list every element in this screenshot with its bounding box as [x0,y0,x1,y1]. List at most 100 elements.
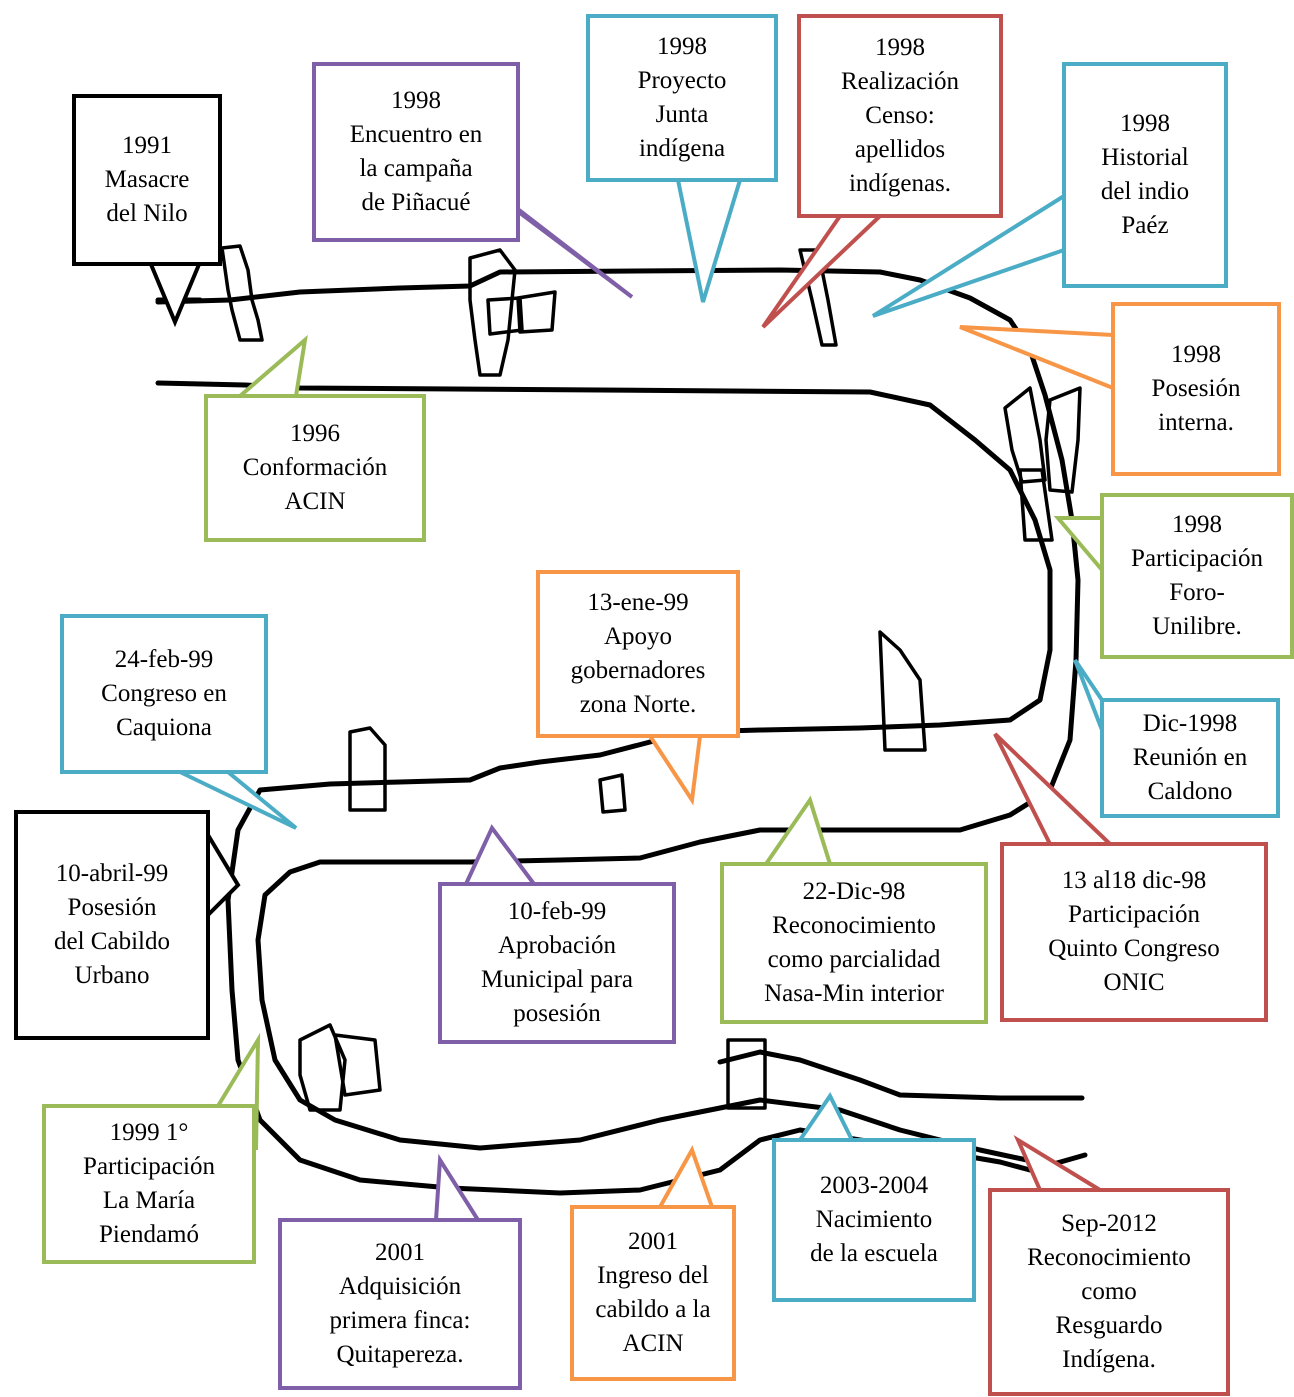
callout-tail-e1998-censo [761,214,882,329]
callout-tail-e-10abril99 [206,833,241,917]
callout-text-line: Indígena. [1062,1346,1156,1373]
callout-tail-e-10feb99 [464,824,536,886]
callout-tail-e2001-acin [658,1145,714,1208]
callout-text-line: Historial [1101,144,1189,171]
callout-text-line: como [1081,1278,1137,1305]
callout-text-line: Nacimiento [815,1206,933,1233]
callout-text-line: de Piñacué [361,189,471,216]
callout-tail-e1998-posesion [959,325,1114,390]
callout-text-line: Sep-2012 [1061,1210,1157,1237]
callout-tail-e1998-junta [676,179,742,303]
callout-text-line: Urbano [74,962,150,989]
callout-tail-e1998-foro [1053,516,1104,572]
callout-text-line: ONIC [1103,969,1165,996]
callout-text-line: Masacre [104,166,190,193]
callout-text-line: de la escuela [810,1240,938,1267]
road-top-inner [155,380,1053,1196]
callout-text-line: 1998 [657,33,707,60]
house-7 [1044,386,1082,494]
callout-text-line: 1998 [1172,511,1222,538]
callout-text-line: Dic-1998 [1142,710,1238,737]
callout-text-line: 22-Dic-98 [802,878,906,905]
callout-text-line: Apoyo [603,623,673,650]
callout-text-line: Adquisición [338,1273,462,1300]
road-top-outer [155,267,1088,1168]
house-sketches [220,244,1082,1112]
callout-text-line: del indio [1100,178,1190,205]
callout-text-line: Participación [83,1153,215,1180]
callout-text-line: Piendamó [99,1221,199,1248]
callout-text-line: Resguardo [1055,1312,1163,1339]
callout-text-line: la campaña [359,155,473,182]
callout-tail-e1991 [148,261,202,328]
callout-text-line: 2003-2004 [819,1172,929,1199]
callout-text-line: del Nilo [106,200,188,227]
callout-text-line: 13 al18 dic-98 [1061,867,1207,894]
callout-text-line: Posesión [67,894,157,921]
callout-tail-e-13ene99 [648,734,702,806]
callout-text-line: Realización [841,68,959,95]
callout-tail-e2012 [1013,1134,1102,1192]
callout-text-line: Municipal para [480,966,634,993]
callout-text-line: como parcialidad [767,946,941,973]
house-1 [220,244,264,342]
road-bottom-right [717,1049,1085,1101]
house-8 [1018,468,1054,542]
callout-text-line: indígenas. [848,170,952,197]
callout-text-line: 1998 [1171,341,1221,368]
house-11 [598,773,627,814]
callout-text-line: indígena [638,135,726,162]
callout-text-line: Encuentro en [349,121,483,148]
callout-text-line: Participación [1068,901,1200,928]
house-3 [486,296,524,336]
callout-text-line: Ingreso del [597,1262,709,1289]
callout-text-line: 1991 [122,132,172,159]
callout-text-line: Censo: [865,102,935,129]
callout-text-line: Reconocimiento [1027,1244,1191,1271]
callout-text-line: Caldono [1147,778,1233,805]
house-14 [726,1038,767,1110]
callout-tail-e-24feb99 [179,770,298,830]
house-13 [333,1033,382,1097]
callout-text-line: 2001 [375,1239,425,1266]
callout-text-line: ACIN [284,488,346,515]
callout-tail-e-13dic98 [993,732,1112,846]
callout-tail-e2003 [798,1092,854,1142]
callout-text-line: Participación [1131,545,1263,572]
house-10 [348,726,387,812]
callout-text-line: del Cabildo [54,928,170,955]
callout-text-line: zona Norte. [579,691,697,718]
callout-text-line: Proyecto [637,67,727,94]
callout-text-line: La María [102,1187,196,1214]
callout-text-line: Reunión en [1132,744,1248,771]
callout-text-line: Caquiona [116,714,212,741]
callout-text-line: 24-feb-99 [114,646,214,673]
callout-text-line: gobernadores [570,657,706,684]
callout-text-line: Posesión [1151,375,1241,402]
callout-text-line: 1998 [875,34,925,61]
callout-text-line: primera finca: [329,1307,471,1334]
callout-tail-e1998-historial [871,194,1066,318]
house-12 [298,1023,347,1112]
callout-text-line: Quinto Congreso [1048,935,1220,962]
house-2 [468,248,517,377]
callout-text-line: cabildo a la [595,1296,711,1323]
callout-text-line: 10-abril-99 [55,860,169,887]
callout-text-line: posesión [513,1000,601,1027]
callout-text-line: Nasa-Min interior [764,980,944,1007]
callout-text-line: Paéz [1121,212,1169,239]
